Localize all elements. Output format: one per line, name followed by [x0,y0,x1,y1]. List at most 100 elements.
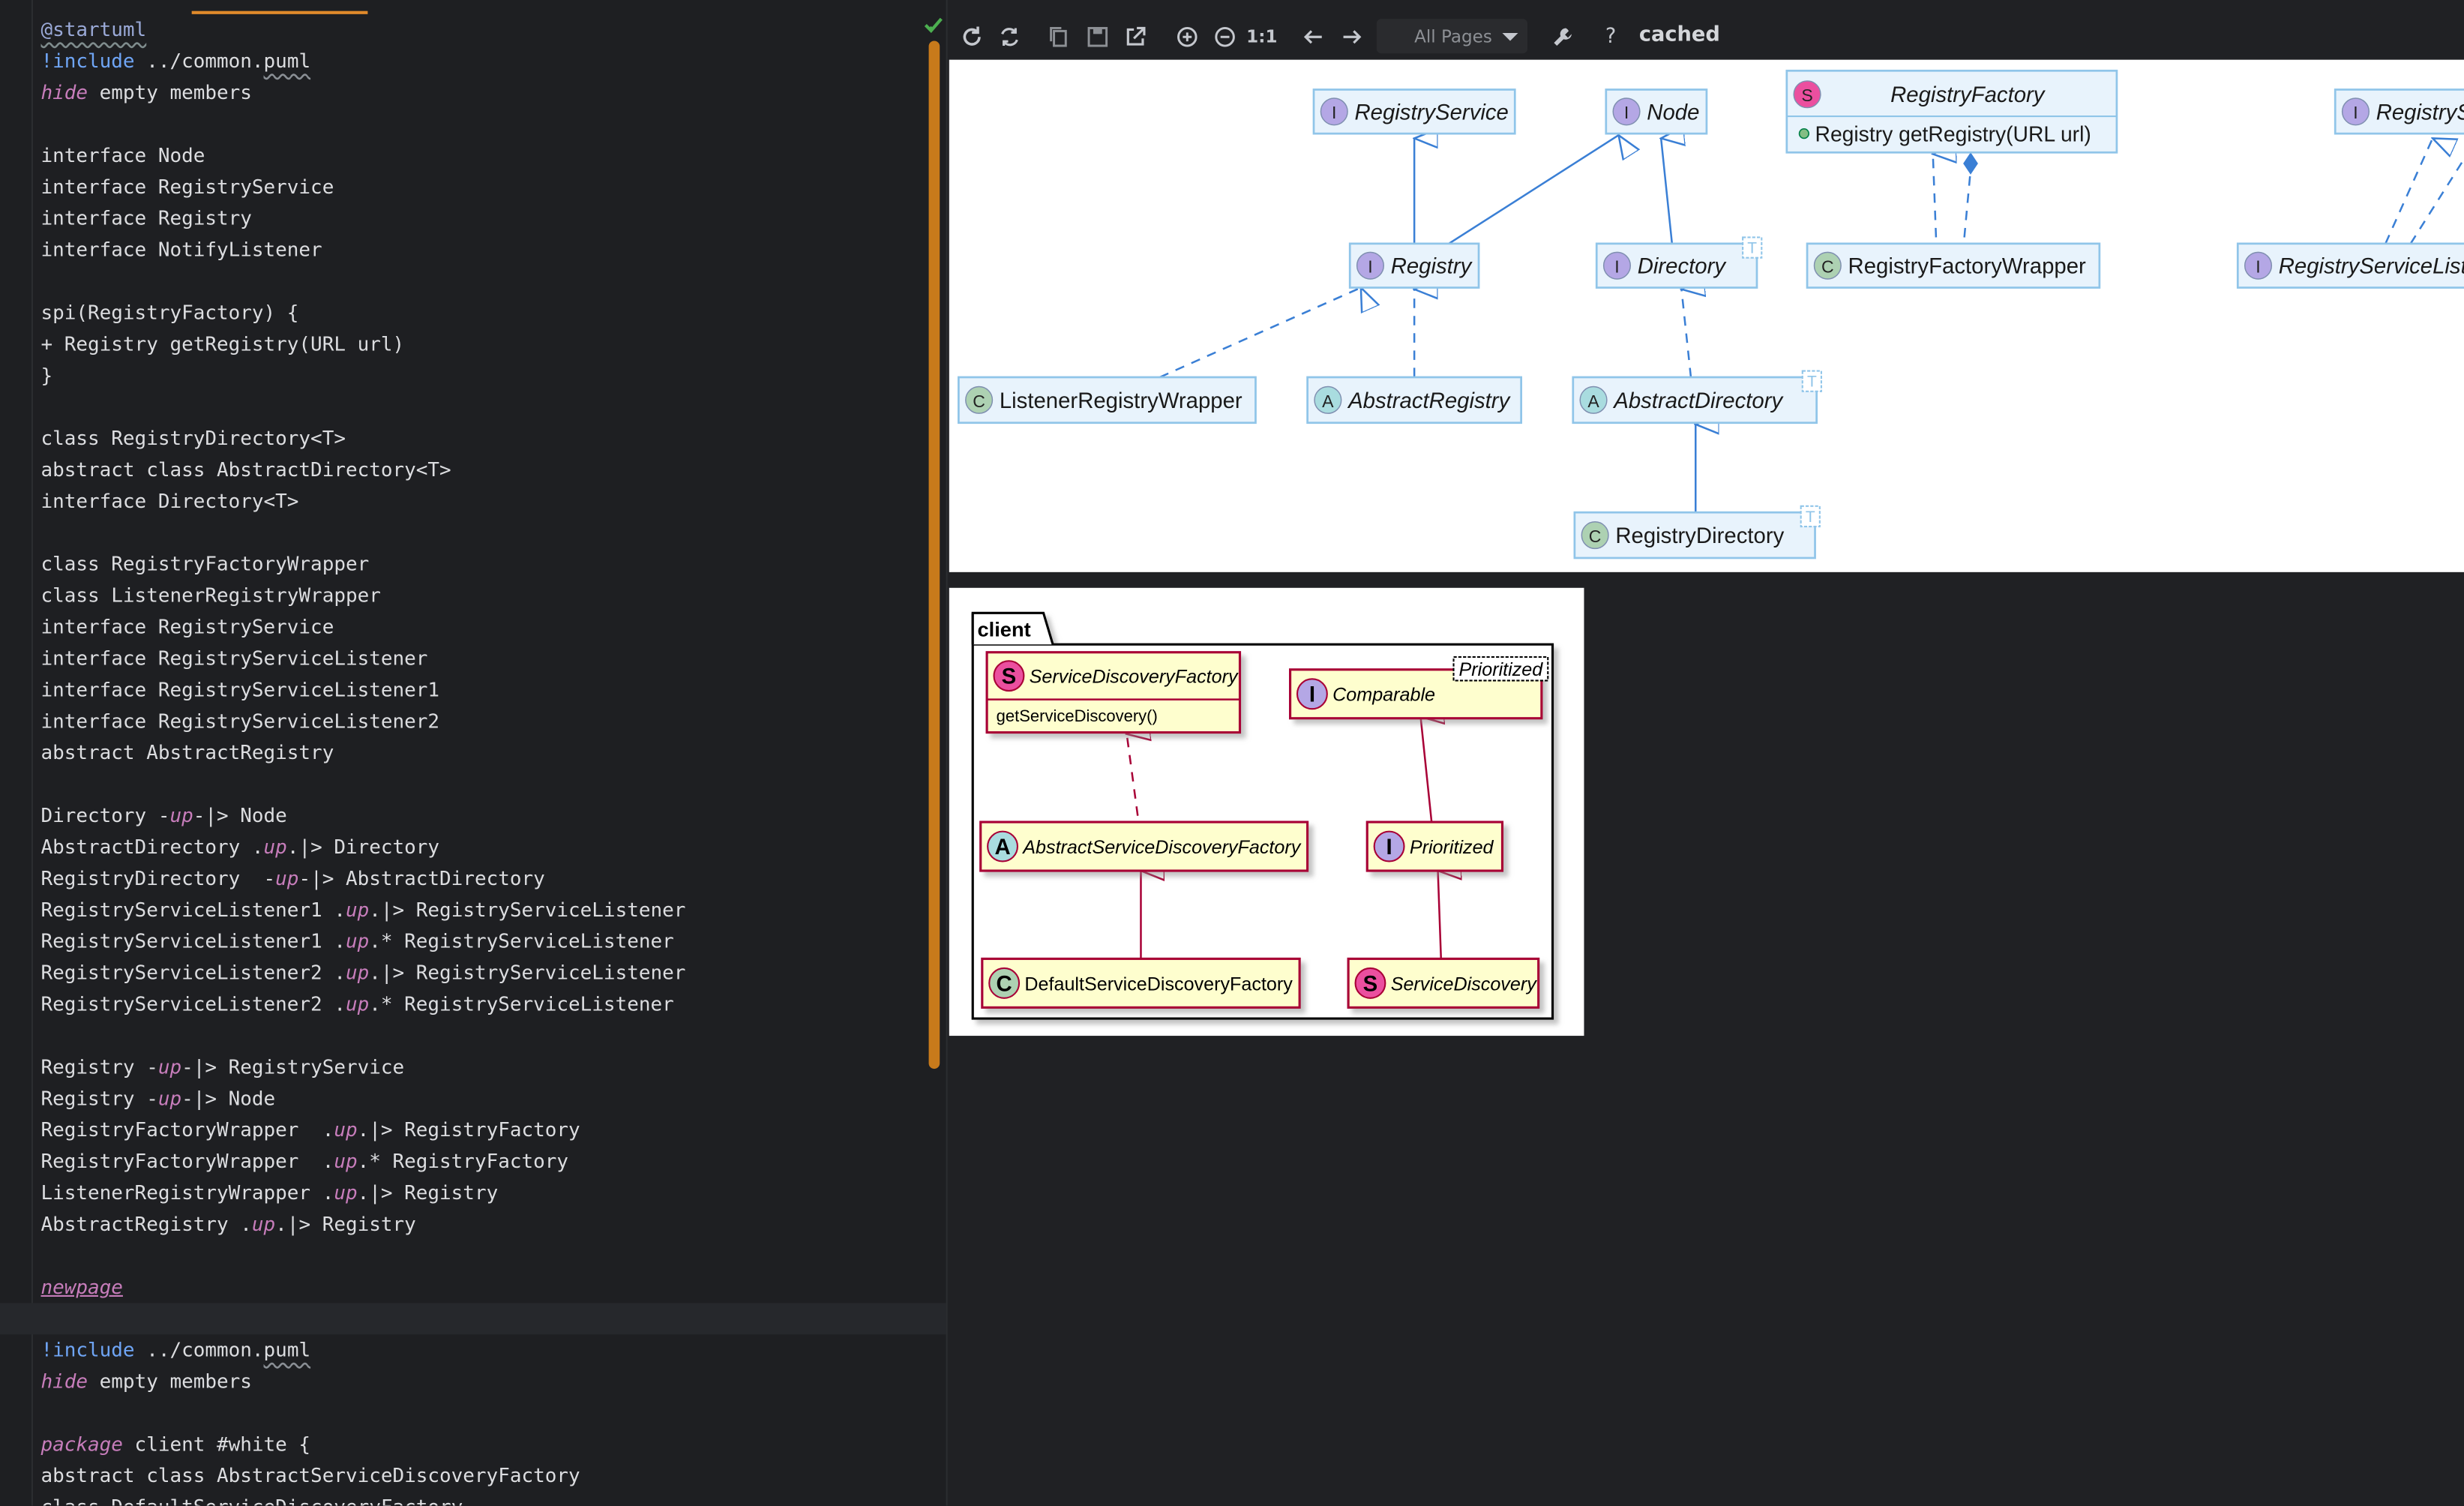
settings-wrench-icon[interactable] [1548,22,1576,50]
code-line[interactable]: Registry -up-|> RegistryService [0,1052,946,1083]
code-line[interactable]: RegistryFactoryWrapper .up.* RegistryFac… [0,1146,946,1178]
code-token: ../common. [134,1337,264,1361]
zoom-in-icon[interactable] [1172,22,1201,50]
code-line[interactable] [0,1020,946,1052]
code-token: class DefaultServiceDiscoveryFactory [40,1495,463,1506]
code-line[interactable] [0,1303,946,1335]
code-line[interactable] [0,1240,946,1272]
code-line[interactable] [0,109,946,140]
zoom-reset-button[interactable]: 1:1 [1246,26,1278,46]
code-line[interactable]: + Registry getRegistry(URL url) [0,328,946,360]
code-line[interactable]: interface Directory<T> [0,486,946,518]
code-line[interactable]: } [0,360,946,392]
code-line[interactable]: interface RegistryServiceListener2 [0,706,946,737]
edge-abstractdirectory-directory [1681,290,1691,378]
code-line[interactable]: AbstractRegistry .up.|> Registry [0,1209,946,1240]
copy-icon[interactable] [1044,22,1072,50]
code-line[interactable]: abstract class AbstractServiceDiscoveryF… [0,1460,946,1492]
class-name: Node [1647,100,1699,124]
code-line[interactable] [0,1397,946,1429]
code-line[interactable]: AbstractDirectory .up.|> Directory [0,832,946,863]
code-line[interactable]: interface RegistryService [0,611,946,643]
code-line[interactable]: RegistryServiceListener2 .up.|> Registry… [0,957,946,988]
code-line[interactable] [0,769,946,800]
code-line[interactable]: class RegistryFactoryWrapper [0,548,946,580]
code-line[interactable]: spi(RegistryFactory) { [0,297,946,328]
stereotype-badge [1602,251,1632,280]
back-arrow-icon[interactable] [1298,22,1326,50]
forward-arrow-icon[interactable] [1337,22,1365,50]
stereotype-letter: I [1368,257,1372,277]
code-line[interactable]: !include ../common.puml [0,46,946,77]
code-line[interactable]: class ListenerRegistryWrapper [0,580,946,611]
code-line[interactable]: class DefaultServiceDiscoveryFactory [0,1492,946,1506]
editor-scrollbar[interactable] [928,40,940,1070]
code-line[interactable]: RegistryServiceListener2 .up.* RegistryS… [0,988,946,1020]
code-line[interactable]: abstract AbstractRegistry [0,737,946,769]
code-line[interactable]: hide empty members [0,77,946,109]
edges [1159,135,2464,513]
code-line[interactable]: interface RegistryServiceListener1 [0,674,946,706]
code-line[interactable]: @startuml [0,14,946,46]
code-line[interactable]: interface RegistryServiceListener [0,643,946,674]
stereotype-letter: I [1386,835,1392,860]
open-external-icon[interactable] [1120,22,1149,50]
code-line[interactable] [0,517,946,548]
zoom-out-icon[interactable] [1210,22,1239,50]
code-line[interactable]: interface RegistryService [0,171,946,202]
code-line[interactable]: ListenerRegistryWrapper .up.|> Registry [0,1178,946,1209]
help-icon[interactable]: ? [1605,24,1617,48]
code-line[interactable]: newpage [0,1271,946,1303]
code-token: interface Registry [40,206,252,230]
reload-icon[interactable] [995,22,1024,50]
page-select-dropdown[interactable]: All Pages [1376,19,1528,54]
code-line[interactable]: interface Node [0,140,946,172]
code-line[interactable]: interface Registry [0,202,946,234]
code-line[interactable]: RegistryDirectory -up-|> AbstractDirecto… [0,863,946,895]
code-line[interactable]: interface NotifyListener [0,234,946,266]
edges-2 [1127,717,1441,959]
code-line[interactable]: RegistryServiceListener1 .up.|> Registry… [0,894,946,926]
code-line[interactable]: RegistryFactoryWrapper .up.|> RegistryFa… [0,1114,946,1146]
refresh-icon[interactable] [957,22,985,50]
generic-box [1742,236,1763,259]
code-line[interactable]: class RegistryDirectory<T> [0,423,946,454]
code-line[interactable] [0,266,946,297]
code-line[interactable]: !include ../common.puml [0,1334,946,1366]
code-token: @startuml [40,17,147,41]
edge-factorywrapper-factory-compose [1963,170,1972,238]
stereotype-badge [993,660,1025,692]
stereotype-letter: S [1363,971,1378,996]
code-line[interactable]: abstract class AbstractDirectory<T> [0,454,946,486]
save-icon[interactable] [1083,22,1111,50]
code-line[interactable] [0,392,946,423]
code-line[interactable]: package client #white { [0,1429,946,1460]
code-line[interactable]: Directory -up-|> Node [0,800,946,832]
code-token: !include [40,48,135,73]
stereotype-letter: A [1322,392,1334,411]
code-line[interactable]: Registry -up-|> Node [0,1083,946,1114]
code-line[interactable]: RegistryServiceListener1 .up.* RegistryS… [0,926,946,957]
code-line[interactable]: hide empty members [0,1366,946,1397]
